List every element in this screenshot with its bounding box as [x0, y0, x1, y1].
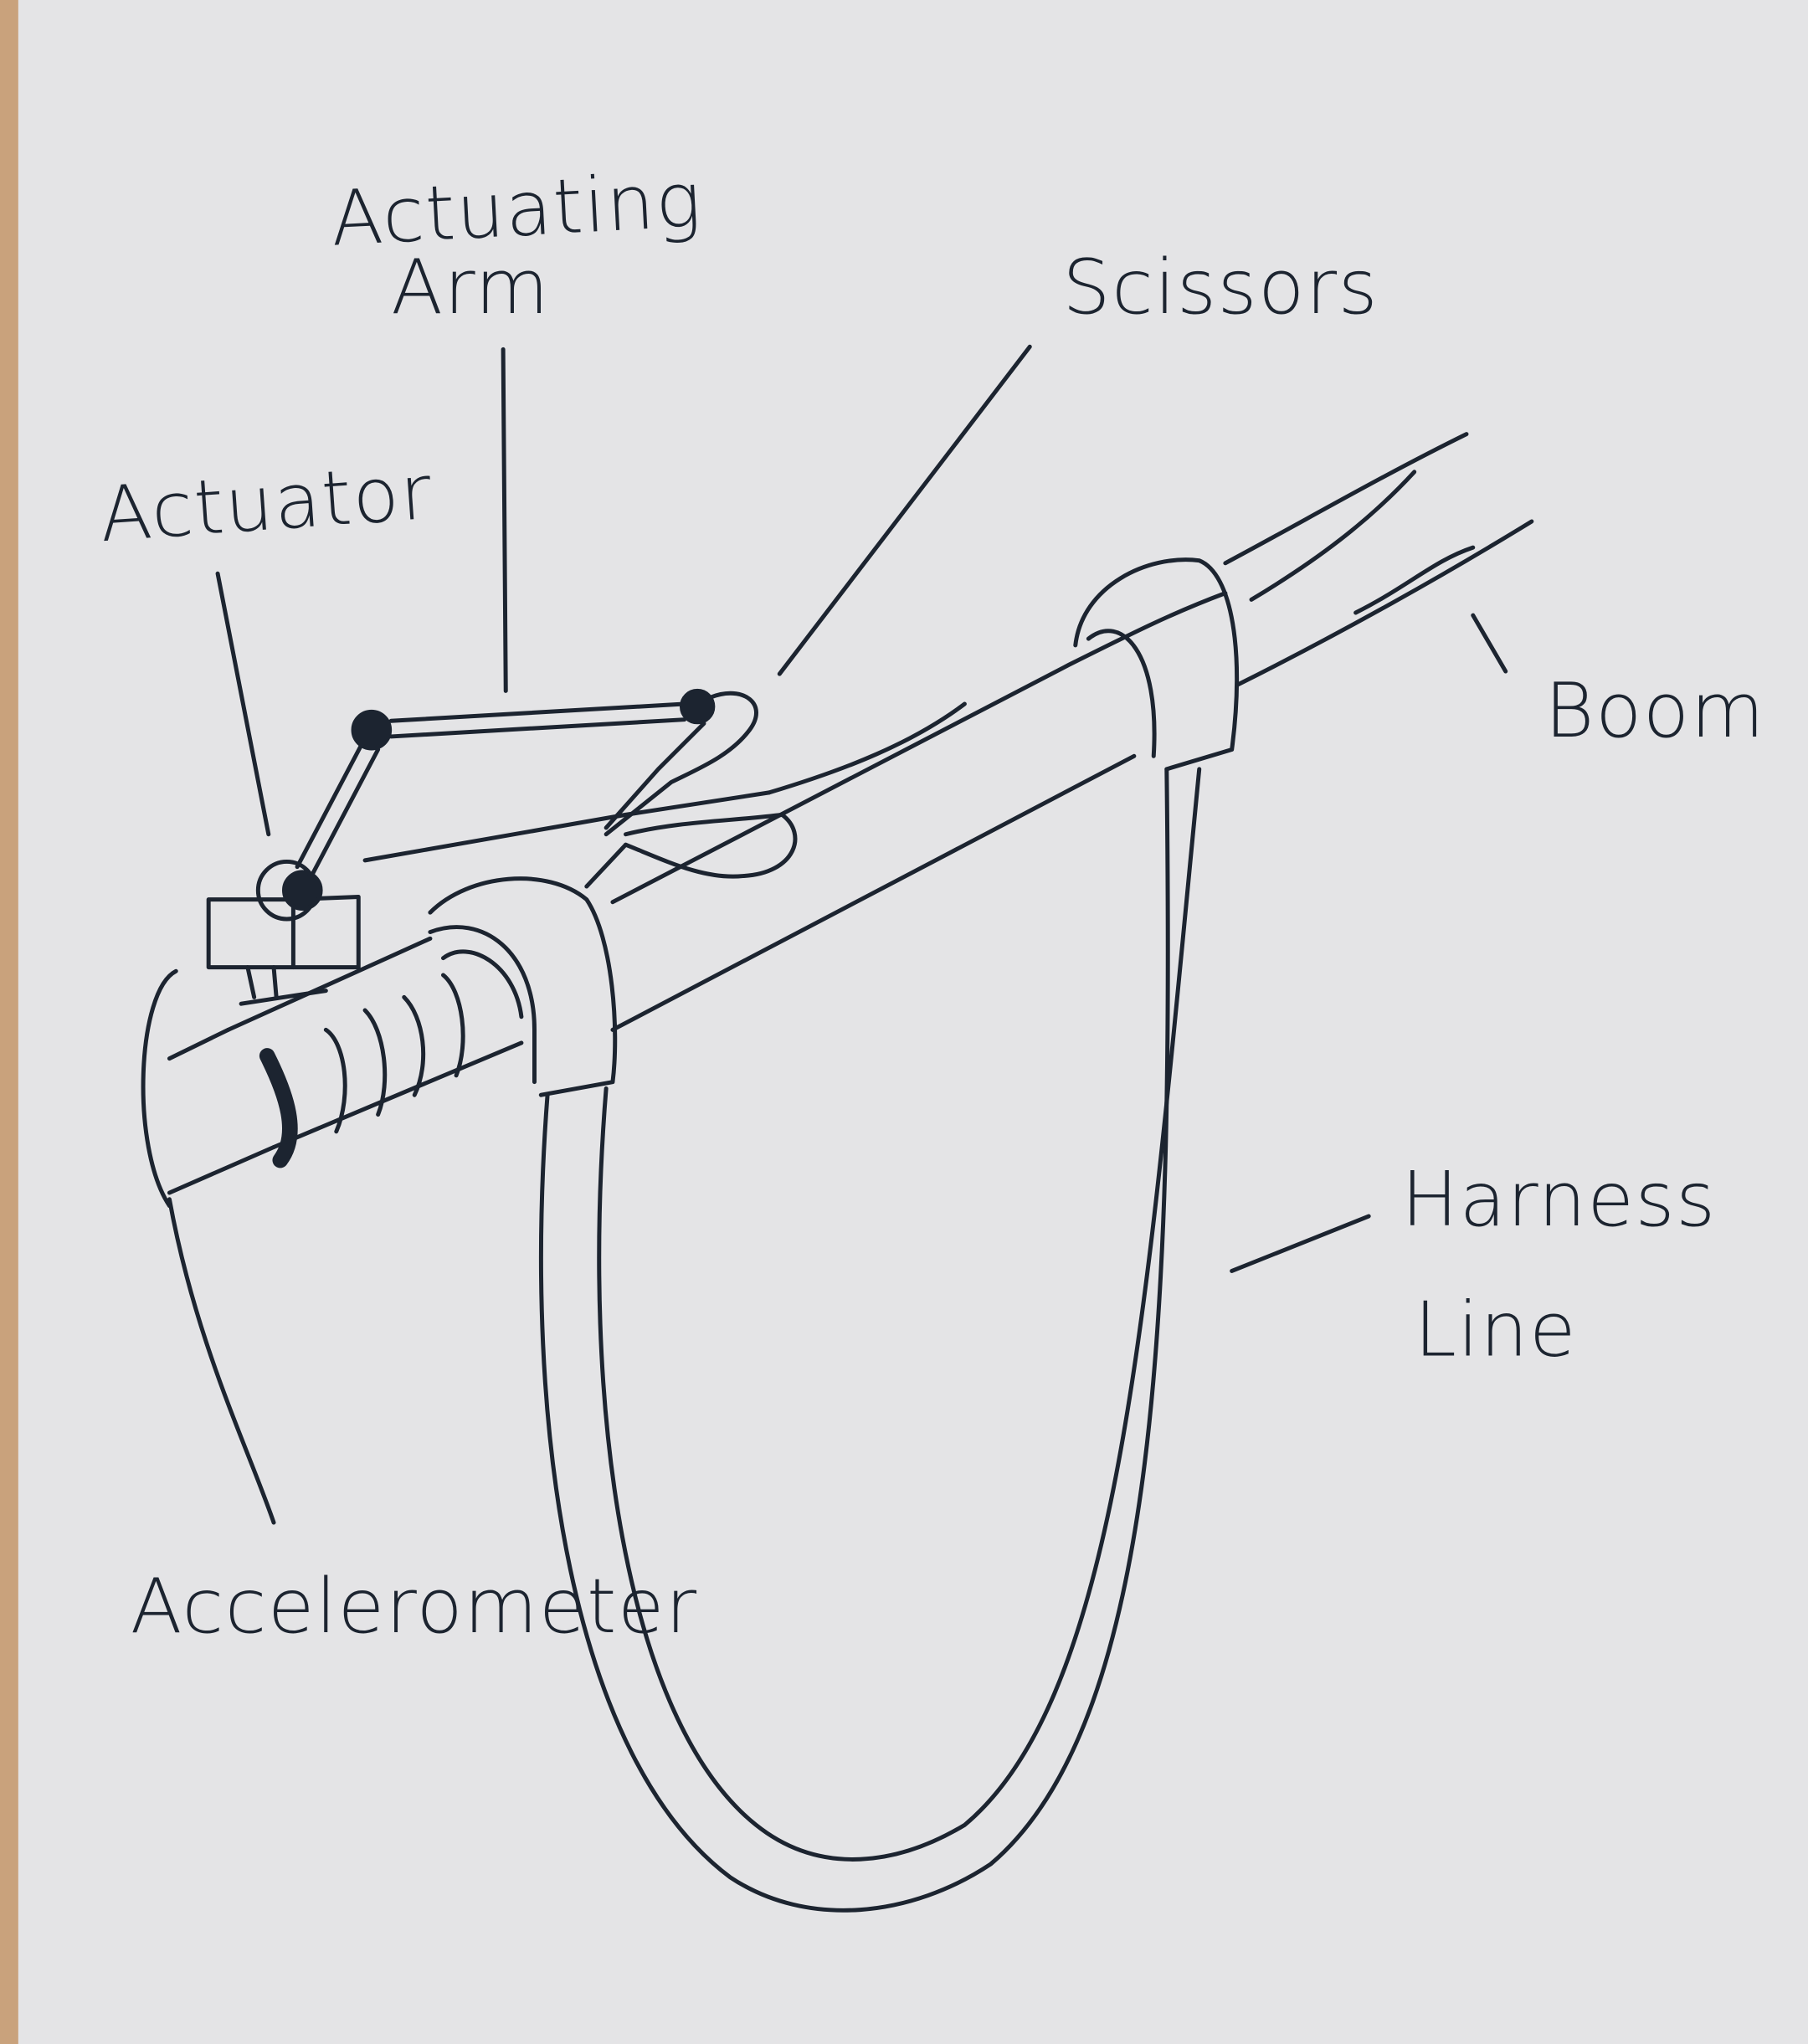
leader-boom: [1471, 613, 1508, 674]
label-boom: Boom: [1544, 667, 1765, 755]
boom-clamp-left: [428, 876, 618, 1097]
leader-actuating-arm: [501, 347, 508, 693]
label-actuating-arm-2: Arm: [391, 244, 550, 331]
label-actuating-arm-1: Actuating: [329, 157, 705, 264]
label-harness-line-1: Harness: [1401, 1156, 1717, 1244]
label-harness-line-2: Line: [1415, 1286, 1577, 1374]
harness-line: [538, 767, 1202, 1913]
boom-clamp-right: [1073, 557, 1240, 772]
leader-actuator: [215, 571, 271, 837]
leader-harness-line: [1230, 1214, 1371, 1273]
boom: [141, 432, 1534, 1209]
leader-scissors: [777, 344, 1032, 676]
label-scissors: Scissors: [1062, 244, 1379, 331]
label-accelerometer: Accelerometer: [131, 1563, 698, 1651]
scissors: [362, 691, 798, 889]
leader-accelerometer: [167, 1197, 276, 1525]
actuating-arm: [295, 688, 716, 876]
accelerometer: [226, 936, 524, 1168]
actuator: [206, 859, 361, 999]
table-edge: [0, 0, 18, 2044]
